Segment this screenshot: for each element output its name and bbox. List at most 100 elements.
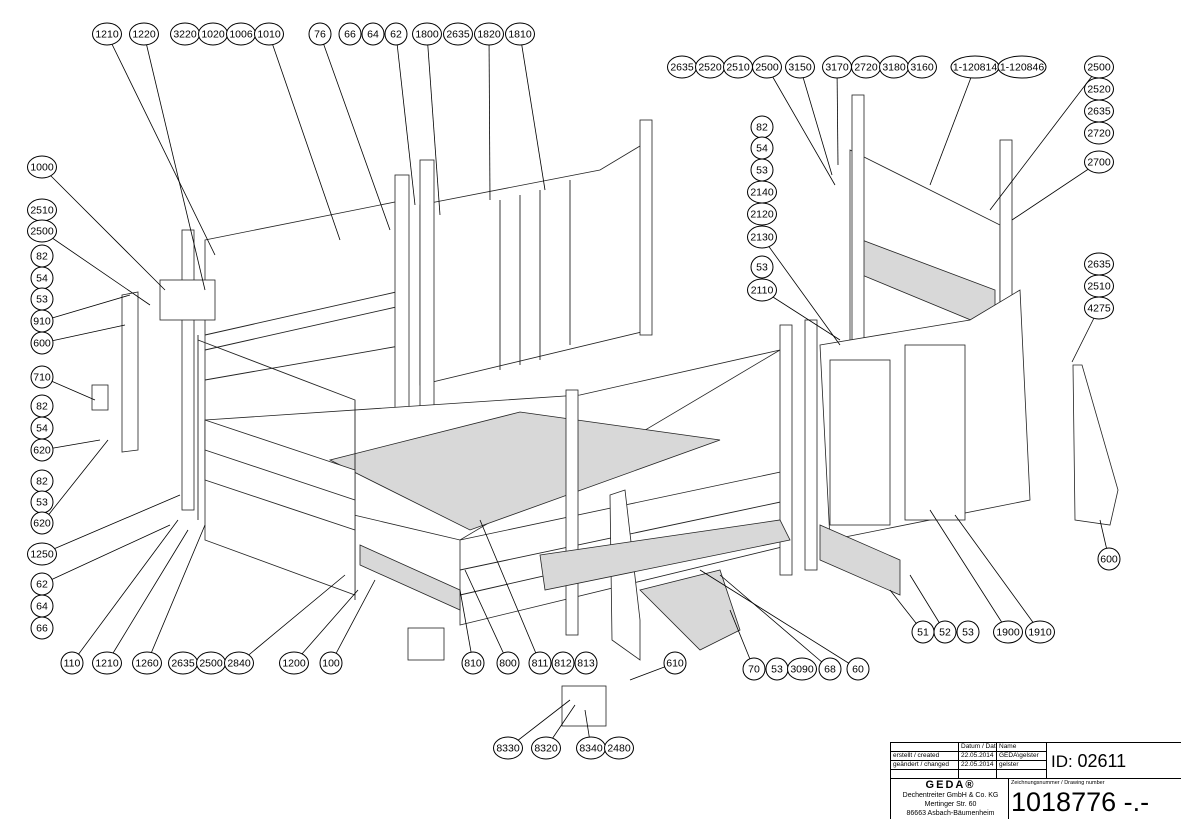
leader-line bbox=[106, 33, 216, 256]
part-balloon-2500: 2500 bbox=[1084, 55, 1114, 79]
changed-name: gelster bbox=[997, 761, 1047, 770]
part-balloon-8330: 8330 bbox=[493, 736, 523, 760]
part-number: 1200 bbox=[282, 658, 306, 670]
part-balloon-82: 82 bbox=[750, 115, 774, 139]
part-number: 2500 bbox=[1087, 62, 1111, 74]
part-balloon-4275: 4275 bbox=[1084, 296, 1114, 320]
part-balloon-2635: 2635 bbox=[443, 22, 473, 46]
part-number: 812 bbox=[554, 658, 572, 670]
part-number: 2720 bbox=[854, 62, 878, 74]
part-number: 62 bbox=[36, 579, 48, 591]
part-number: 2635 bbox=[1087, 259, 1111, 271]
part-number: 2510 bbox=[1087, 281, 1111, 293]
part-balloon-1810: 1810 bbox=[505, 22, 535, 46]
part-number: 800 bbox=[499, 658, 517, 670]
part-balloon-1220: 1220 bbox=[129, 22, 159, 46]
part-number: 1210 bbox=[95, 658, 119, 670]
leader-line bbox=[395, 33, 416, 206]
leader-line bbox=[143, 33, 206, 291]
leader-line bbox=[479, 519, 541, 664]
part-balloon-3160: 3160 bbox=[907, 55, 937, 79]
part-number: 3220 bbox=[173, 29, 197, 41]
cross-beam bbox=[539, 519, 791, 591]
part-balloon-2635: 2635 bbox=[1084, 252, 1114, 276]
leader-line bbox=[41, 439, 109, 524]
part-number: 1820 bbox=[477, 29, 501, 41]
leader-line bbox=[459, 589, 474, 664]
title-block: Datum / Date Name erstellt / created 22.… bbox=[890, 742, 1181, 819]
part-balloon-2635: 2635 bbox=[1084, 99, 1114, 123]
part-number: 2500 bbox=[30, 226, 54, 238]
part-balloon-1-120846: 1-120846 bbox=[997, 55, 1047, 79]
company-info: GEDA® Dechentreiter GmbH & Co. KG Mertin… bbox=[891, 779, 1009, 819]
leader-line bbox=[464, 569, 509, 664]
company-street: Mertinger Str. 60 bbox=[924, 801, 977, 808]
right-bracket bbox=[1072, 364, 1119, 526]
leader-line bbox=[929, 66, 976, 186]
part-balloon-3090: 3090 bbox=[787, 657, 817, 681]
leader-line bbox=[929, 509, 1009, 633]
part-balloon-3170: 3170 bbox=[822, 55, 852, 79]
part-balloon-1200: 1200 bbox=[279, 651, 309, 675]
part-balloon-2720: 2720 bbox=[851, 55, 881, 79]
part-number: 1006 bbox=[229, 29, 253, 41]
part-balloon-2140: 2140 bbox=[747, 180, 777, 204]
clamp-plate bbox=[407, 627, 445, 661]
leader-line bbox=[41, 524, 171, 585]
part-balloon-910: 910 bbox=[30, 309, 54, 333]
leader-line bbox=[766, 66, 836, 186]
part-number: 82 bbox=[36, 401, 48, 413]
id-field: ID: 02611 bbox=[1047, 743, 1181, 779]
part-balloon-2635: 2635 bbox=[168, 651, 198, 675]
part-number: 53 bbox=[36, 294, 48, 306]
leader-line bbox=[699, 569, 859, 670]
part-balloon-100: 100 bbox=[319, 651, 343, 675]
part-balloon-53: 53 bbox=[956, 620, 980, 644]
leader-line bbox=[319, 33, 391, 231]
part-balloon-600: 600 bbox=[30, 331, 54, 355]
part-balloon-8340: 8340 bbox=[576, 736, 606, 760]
part-number: 2500 bbox=[755, 62, 779, 74]
leader-line bbox=[519, 33, 546, 191]
leader-line bbox=[836, 66, 839, 166]
part-number: 610 bbox=[666, 658, 684, 670]
part-balloon-2520: 2520 bbox=[1084, 77, 1114, 101]
part-number: 2700 bbox=[1087, 157, 1111, 169]
part-number: 54 bbox=[756, 143, 768, 155]
part-balloon-1800: 1800 bbox=[412, 22, 442, 46]
part-number: 2635 bbox=[1087, 106, 1111, 118]
side-panel bbox=[609, 489, 641, 661]
part-number: 82 bbox=[36, 251, 48, 263]
leader-line bbox=[41, 324, 126, 344]
part-number: 1020 bbox=[201, 29, 225, 41]
part-number: 66 bbox=[36, 623, 48, 635]
part-number: 1000 bbox=[30, 162, 54, 174]
part-number: 60 bbox=[852, 664, 864, 676]
part-number: 53 bbox=[771, 664, 783, 676]
part-number: 52 bbox=[939, 627, 951, 639]
part-balloon-68: 68 bbox=[818, 657, 842, 681]
part-number: 8330 bbox=[496, 743, 520, 755]
part-balloon-2840: 2840 bbox=[224, 651, 254, 675]
part-balloon-53: 53 bbox=[30, 490, 54, 514]
part-number: 2720 bbox=[1087, 128, 1111, 140]
part-balloon-600: 600 bbox=[1097, 547, 1121, 571]
part-balloon-3220: 3220 bbox=[170, 22, 200, 46]
leader-line bbox=[146, 524, 206, 664]
left-bracket bbox=[121, 291, 139, 453]
leader-line bbox=[761, 236, 841, 346]
part-balloon-2500: 2500 bbox=[27, 219, 57, 243]
part-balloon-610: 610 bbox=[663, 651, 687, 675]
part-number: 1210 bbox=[95, 29, 119, 41]
part-balloon-2120: 2120 bbox=[747, 202, 777, 226]
part-balloon-2500: 2500 bbox=[752, 55, 782, 79]
part-balloon-54: 54 bbox=[30, 266, 54, 290]
part-balloon-60: 60 bbox=[846, 657, 870, 681]
part-balloon-82: 82 bbox=[30, 394, 54, 418]
part-number: 600 bbox=[1100, 554, 1118, 566]
part-number: 76 bbox=[314, 29, 326, 41]
part-balloon-3150: 3150 bbox=[785, 55, 815, 79]
part-number: 53 bbox=[36, 497, 48, 509]
created-name: GEDA\gelster bbox=[997, 752, 1047, 761]
